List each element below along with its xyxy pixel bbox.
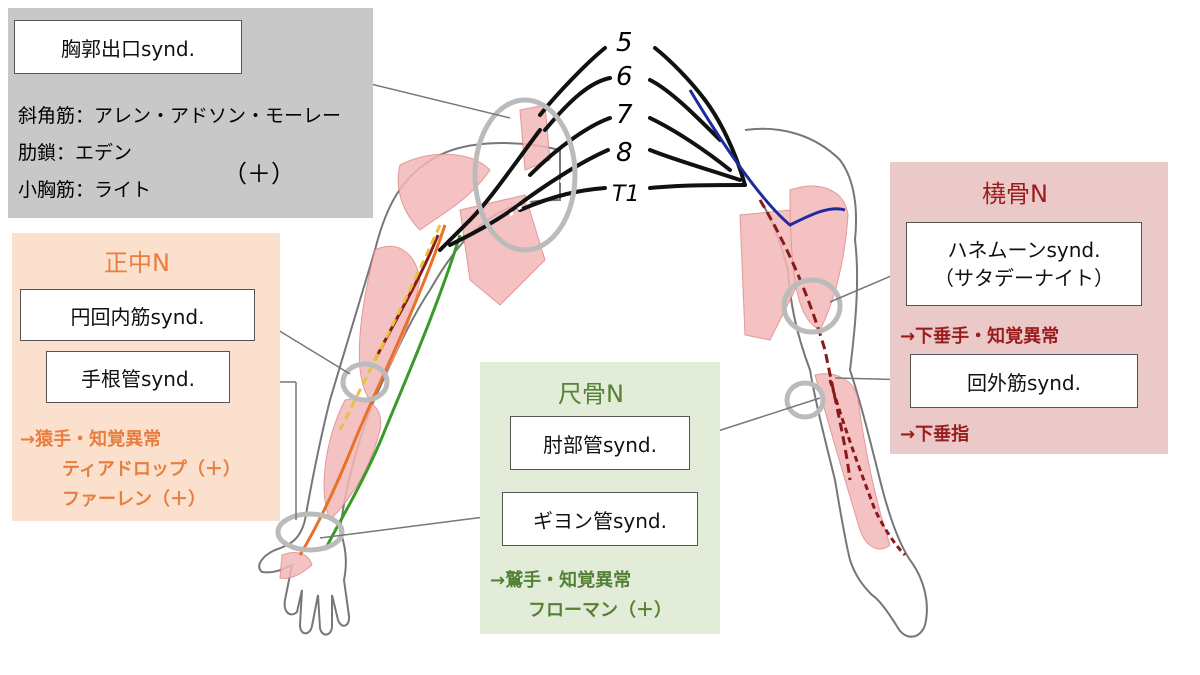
left-arm-muscles xyxy=(279,104,551,579)
radial-nerve-title: 橈骨N xyxy=(982,180,1048,208)
cubital-tunnel-label: 肘部管synd. xyxy=(510,416,690,470)
honeymoon-label-line1: ハネムーンsynd. xyxy=(947,238,1101,262)
root-label-t1: T1 xyxy=(612,182,640,207)
root-label-5: 5 xyxy=(616,28,633,58)
radial-nerve-panel: 橈骨N ハネムーンsynd. （サタデーナイト） →下垂手・知覚異常 回外筋sy… xyxy=(890,162,1168,454)
thoracic-test-scalene: 斜角筋：アレン・アドソン・モーレー xyxy=(18,105,342,127)
root-label-6: 6 xyxy=(616,62,633,92)
left-arm-nerves xyxy=(298,224,462,556)
thoracic-test-pectoralis: 小胸筋：ライト xyxy=(18,179,152,201)
honeymoon-label-line2: （サタデーナイト） xyxy=(934,266,1114,290)
median-nerve-panel: 正中N 円回内筋synd. 手根管synd. →猿手・知覚異常 ティアドロップ（… xyxy=(12,233,280,521)
highlight-circles xyxy=(275,97,843,553)
median-nerve-line xyxy=(298,224,447,556)
median-note-3: ファーレン（＋） xyxy=(62,489,206,510)
ulnar-nerve-line xyxy=(323,234,462,551)
axillary-nerve-line xyxy=(688,89,846,227)
right-arm xyxy=(744,127,928,638)
ulnar-nerve-panel: 尺骨N 肘部管synd. ギヨン管synd. →鷲手・知覚異常 フローマン（＋） xyxy=(480,362,720,634)
right-arm-muscles xyxy=(739,185,891,550)
root-label-7: 7 xyxy=(616,100,633,130)
thoracic-test-costoclavicular: 肋鎖：エデン xyxy=(18,142,133,164)
supinator-label: 回外筋synd. xyxy=(910,354,1138,408)
thoracic-plus: （＋） xyxy=(223,160,295,188)
radial-note-2: →下垂指 xyxy=(900,424,970,445)
root-label-8: 8 xyxy=(616,138,633,168)
guyon-canal-label: ギヨン管synd. xyxy=(502,492,698,546)
ulnar-note-2: フローマン（＋） xyxy=(528,600,672,621)
pronator-teres-label: 円回内筋synd. xyxy=(20,289,255,341)
median-nerve-title: 正中N xyxy=(104,249,170,277)
radial-note-1: →下垂手・知覚異常 xyxy=(900,326,1060,347)
thoracic-outlet-label: 胸郭出口synd. xyxy=(14,20,242,74)
median-note-2: ティアドロップ（＋） xyxy=(62,459,241,480)
right-arm-nerves xyxy=(688,89,907,557)
ulnar-note-1: →鷲手・知覚異常 xyxy=(490,570,632,591)
median-note-1: →猿手・知覚異常 xyxy=(20,429,162,450)
thoracic-outlet-panel: 胸郭出口synd. 斜角筋：アレン・アドソン・モーレー 肋鎖：エデン 小胸筋：ラ… xyxy=(8,8,373,218)
radial-nerve-line-right xyxy=(758,199,852,481)
carpal-tunnel-label: 手根管synd. xyxy=(46,351,230,403)
honeymoon-label: ハネムーンsynd. （サタデーナイト） xyxy=(906,222,1142,306)
musculocutaneous-line xyxy=(338,224,442,431)
ulnar-nerve-title: 尺骨N xyxy=(558,380,624,408)
